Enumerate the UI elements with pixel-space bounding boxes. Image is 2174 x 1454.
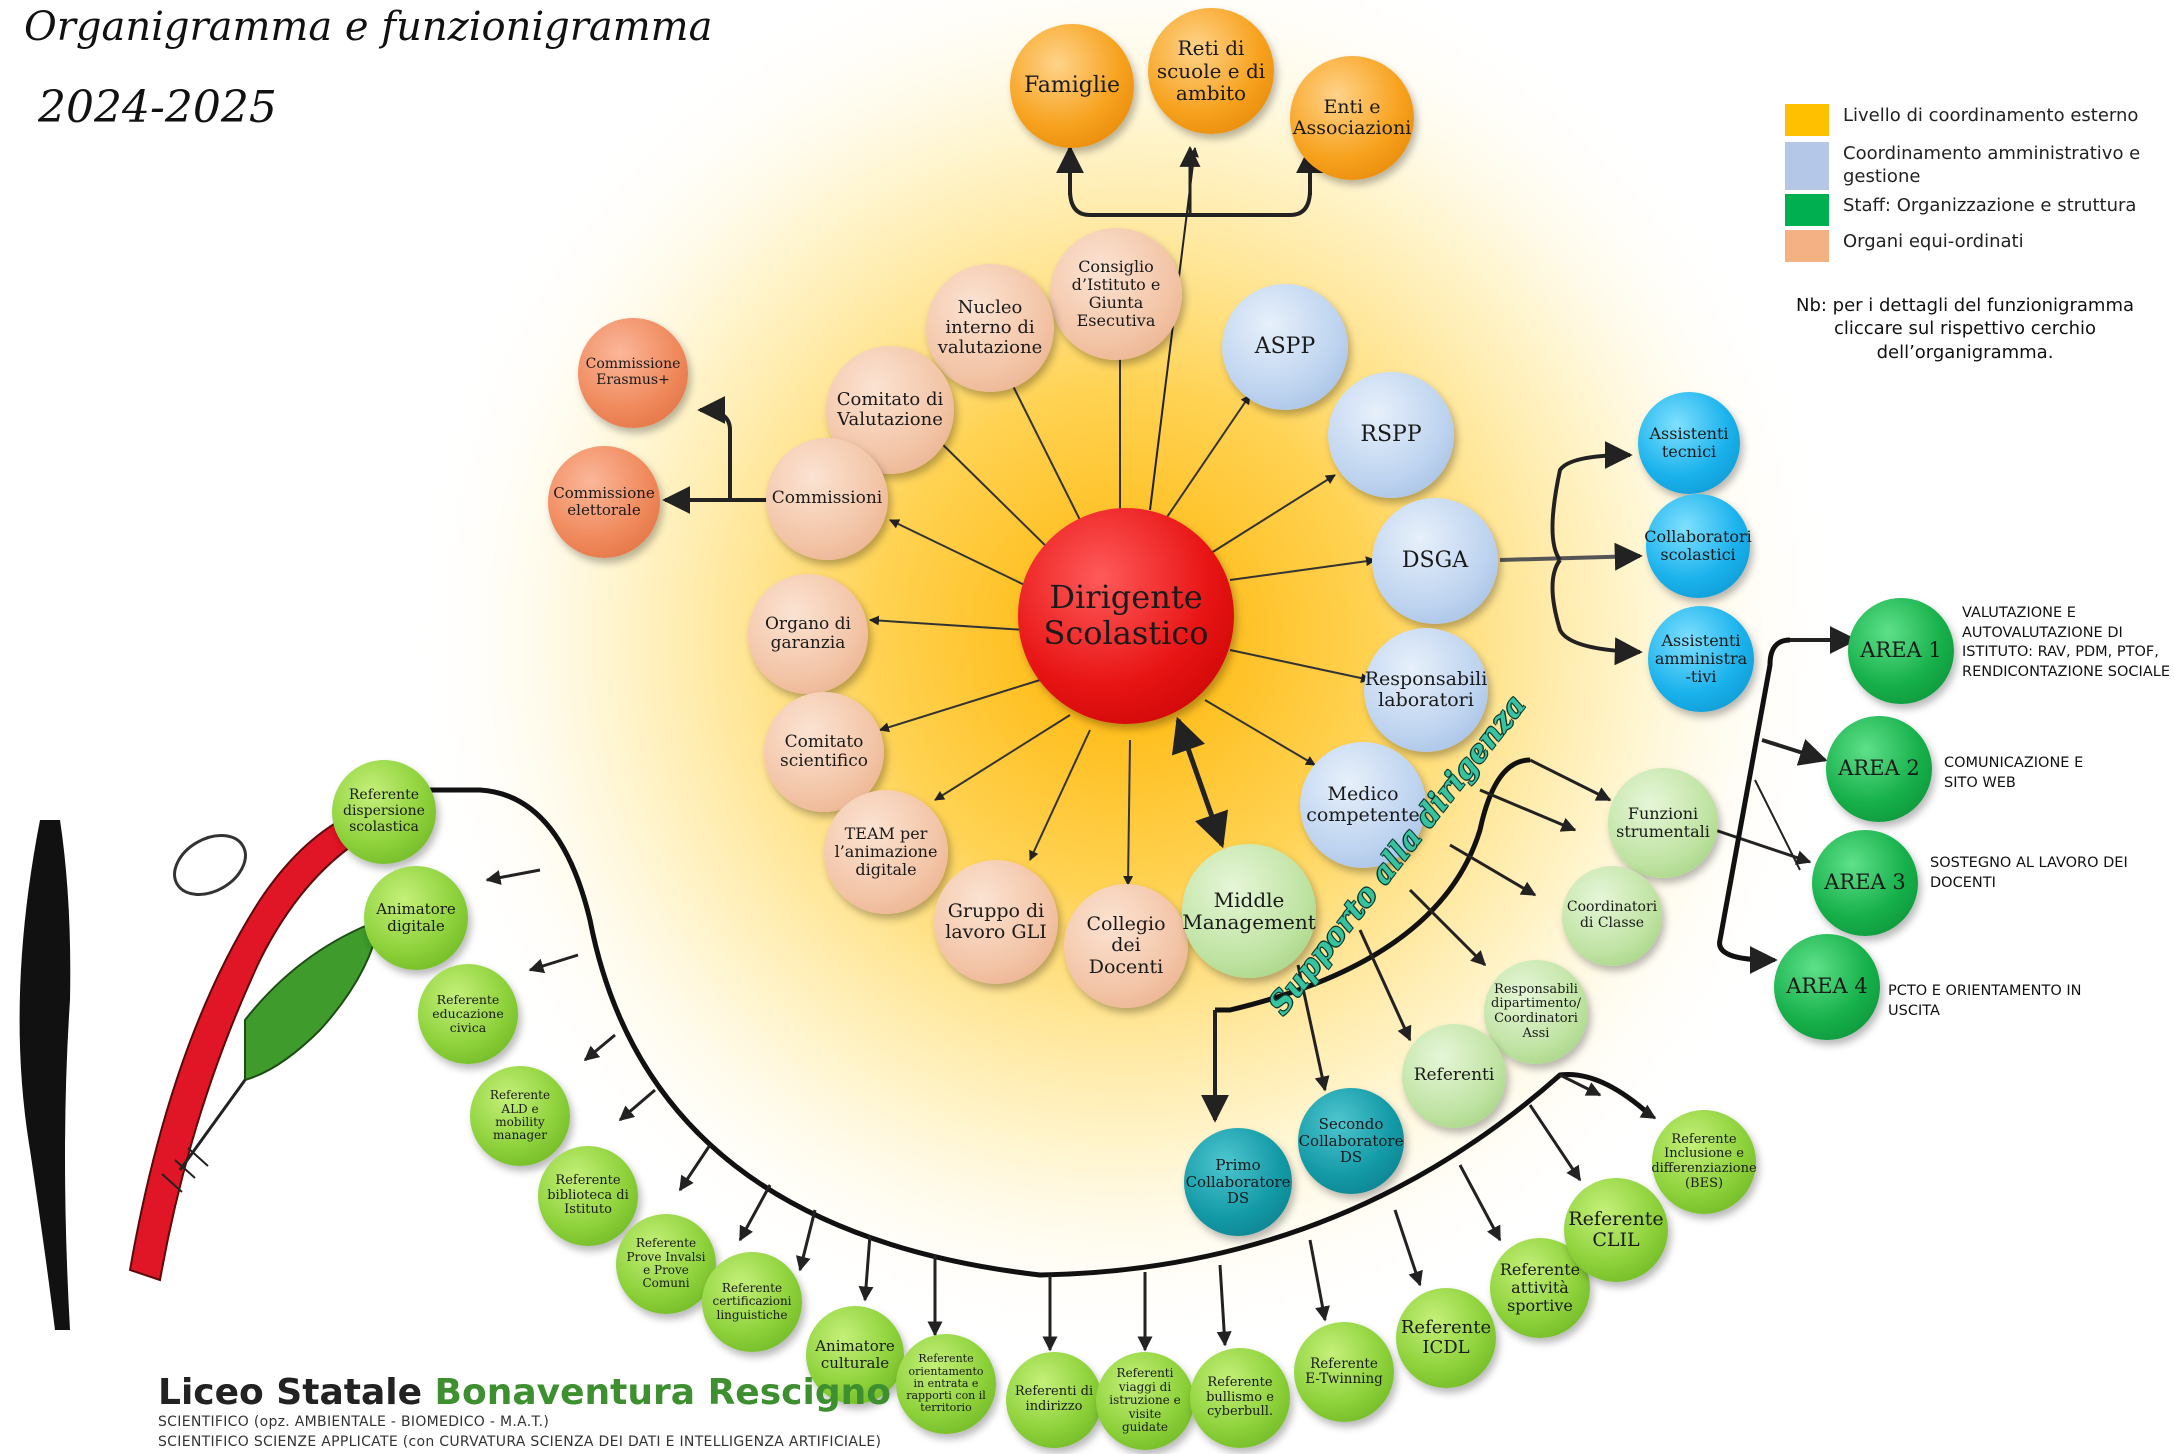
school-subtitle-1: SCIENTIFICO (opz. AMBIENTALE - BIOMEDICO…: [158, 1414, 550, 1430]
node-referente-ald[interactable]: Referente ALD e mobility manager: [470, 1066, 570, 1166]
node-middle-management[interactable]: Middle Management: [1182, 844, 1316, 978]
node-animatore-digitale[interactable]: Animatore digitale: [364, 866, 468, 970]
referents-arc: [360, 787, 1652, 1278]
node-referente-invalsi[interactable]: Referente Prove Invalsi e Prove Comuni: [616, 1214, 716, 1314]
page-title: Organigramma e funzionigramma: [24, 4, 713, 50]
node-area-2[interactable]: AREA 2: [1826, 716, 1932, 822]
school-name: Liceo Statale Bonaventura Rescigno: [158, 1372, 891, 1413]
node-referenti-viaggi[interactable]: Referenti viaggi di istruzione e visite …: [1096, 1352, 1194, 1450]
legend-label-organs: Organi equi-ordinati: [1843, 231, 2024, 252]
node-referenti[interactable]: Referenti: [1402, 1024, 1506, 1128]
node-dirigente-scolastico[interactable]: Dirigente Scolastico: [1018, 508, 1234, 724]
node-area-1[interactable]: AREA 1: [1848, 598, 1954, 704]
node-coordinatori-classe[interactable]: Coordinatori di Classe: [1562, 866, 1662, 966]
school-name-part-1: Liceo Statale: [158, 1372, 422, 1413]
node-referente-icdl[interactable]: Referente ICDL: [1396, 1288, 1496, 1388]
node-referente-dispersione[interactable]: Referente dispersione scolastica: [332, 760, 436, 864]
node-referente-orientamento[interactable]: Referente orientamento in entrata e rapp…: [896, 1334, 996, 1434]
node-commissioni[interactable]: Commissioni: [766, 438, 888, 560]
node-famiglie[interactable]: Famiglie: [1010, 24, 1134, 148]
node-referente-biblioteca[interactable]: Referente biblioteca di Istituto: [538, 1146, 638, 1246]
node-commissione-elettorale[interactable]: Commissione elettorale: [548, 446, 660, 558]
node-area-4[interactable]: AREA 4: [1774, 934, 1880, 1040]
instructions-note: Nb: per i dettagli del funzionigramma cl…: [1795, 295, 2135, 363]
node-area-3[interactable]: AREA 3: [1812, 830, 1918, 936]
legend-label-staff: Staff: Organizzazione e struttura: [1843, 195, 2137, 216]
node-nucleo-valutazione[interactable]: Nucleo interno di valutazione: [926, 264, 1054, 392]
node-collaboratori-scolastici[interactable]: Collaboratori scolastici: [1644, 494, 1752, 598]
node-responsabili-laboratori[interactable]: Responsabili laboratori: [1364, 628, 1488, 752]
node-reti-scuole[interactable]: Reti di scuole e di ambito: [1148, 8, 1274, 134]
node-gruppo-gli[interactable]: Gruppo di lavoro GLI: [934, 860, 1058, 984]
node-dsga[interactable]: DSGA: [1372, 498, 1498, 624]
node-assistenti-tecnici[interactable]: Assistenti tecnici: [1638, 392, 1740, 494]
node-referenti-indirizzo[interactable]: Referenti di indirizzo: [1006, 1352, 1102, 1448]
node-rspp[interactable]: RSPP: [1328, 372, 1454, 498]
legend-label-external: Livello di coordinamento esterno: [1843, 105, 2139, 126]
legend-swatch-staff: [1785, 194, 1829, 226]
school-logo-graphic: [19, 813, 382, 1330]
node-funzioni-strumentali[interactable]: Funzioni strumentali: [1608, 768, 1718, 878]
node-referente-inclusione[interactable]: Referente Inclusione e differenziazione …: [1651, 1110, 1757, 1214]
node-referente-bullismo[interactable]: Referente bullismo e cyberbull.: [1190, 1348, 1290, 1448]
legend-item-admin: Coordinamento amministrativo e gestione: [1785, 142, 2153, 190]
school-subtitle-2: SCIENTIFICO SCIENZE APPLICATE (con CURVA…: [158, 1434, 882, 1450]
node-comitato-scientifico[interactable]: Comitato scientifico: [764, 692, 884, 812]
legend-item-staff: Staff: Organizzazione e struttura: [1785, 194, 2153, 226]
node-secondo-collaboratore[interactable]: Secondo Collaboratore DS: [1298, 1088, 1404, 1194]
area-4-description: PCTO E ORIENTAMENTO IN USCITA: [1888, 983, 2082, 1019]
legend-label-admin: Coordinamento amministrativo e gestione: [1843, 143, 2141, 188]
school-name-part-2: Bonaventura Rescigno: [434, 1372, 891, 1413]
node-referente-clil[interactable]: Referente CLIL: [1564, 1178, 1668, 1282]
legend-item-organs: Organi equi-ordinati: [1785, 230, 2153, 262]
support-arc: [1215, 757, 1531, 1013]
page-subtitle-year: 2024-2025: [38, 82, 277, 133]
node-primo-collaboratore[interactable]: Primo Collaboratore DS: [1184, 1128, 1292, 1236]
node-referente-educazione-civica[interactable]: Referente educazione civica: [418, 964, 518, 1064]
node-animatore-culturale[interactable]: Animatore culturale: [806, 1306, 904, 1404]
legend-swatch-admin: [1785, 142, 1829, 190]
node-referente-etwinning[interactable]: Referente E-Twinning: [1294, 1322, 1394, 1422]
area-3-description: SOSTEGNO AL LAVORO DEI DOCENTI: [1930, 855, 2128, 891]
node-commissione-erasmus[interactable]: Commissione Erasmus+: [578, 318, 688, 428]
node-responsabili-dipartimento[interactable]: Responsabili dipartimento/ Coordinatori …: [1484, 960, 1588, 1064]
node-aspp[interactable]: ASPP: [1222, 284, 1348, 410]
node-collegio-docenti[interactable]: Collegio dei Docenti: [1064, 884, 1188, 1008]
node-medico-competente[interactable]: Medico competente: [1300, 742, 1426, 868]
area-2-description: COMUNICAZIONE E SITO WEB: [1944, 755, 2084, 791]
node-team-digitale[interactable]: TEAM per l’animazione digitale: [824, 790, 948, 914]
legend-swatch-external: [1785, 104, 1829, 136]
legend-item-external: Livello di coordinamento esterno: [1785, 104, 2153, 136]
node-organo-garanzia[interactable]: Organo di garanzia: [748, 574, 868, 694]
node-enti-associazioni[interactable]: Enti e Associazioni: [1290, 56, 1414, 180]
legend-swatch-organs: [1785, 230, 1829, 262]
node-referente-certificazioni[interactable]: Referente certificazioni linguistiche: [702, 1252, 802, 1352]
center-to-middle-arrow: [1171, 716, 1229, 849]
area-1-description: VALUTAZIONE E AUTOVALUTAZIONE DI ISTITUT…: [1962, 605, 2170, 680]
node-consiglio-istituto[interactable]: Consiglio d’Istituto e Giunta Esecutiva: [1050, 228, 1182, 360]
node-assistenti-amministrativi[interactable]: Assistenti amministra -tivi: [1648, 606, 1754, 712]
